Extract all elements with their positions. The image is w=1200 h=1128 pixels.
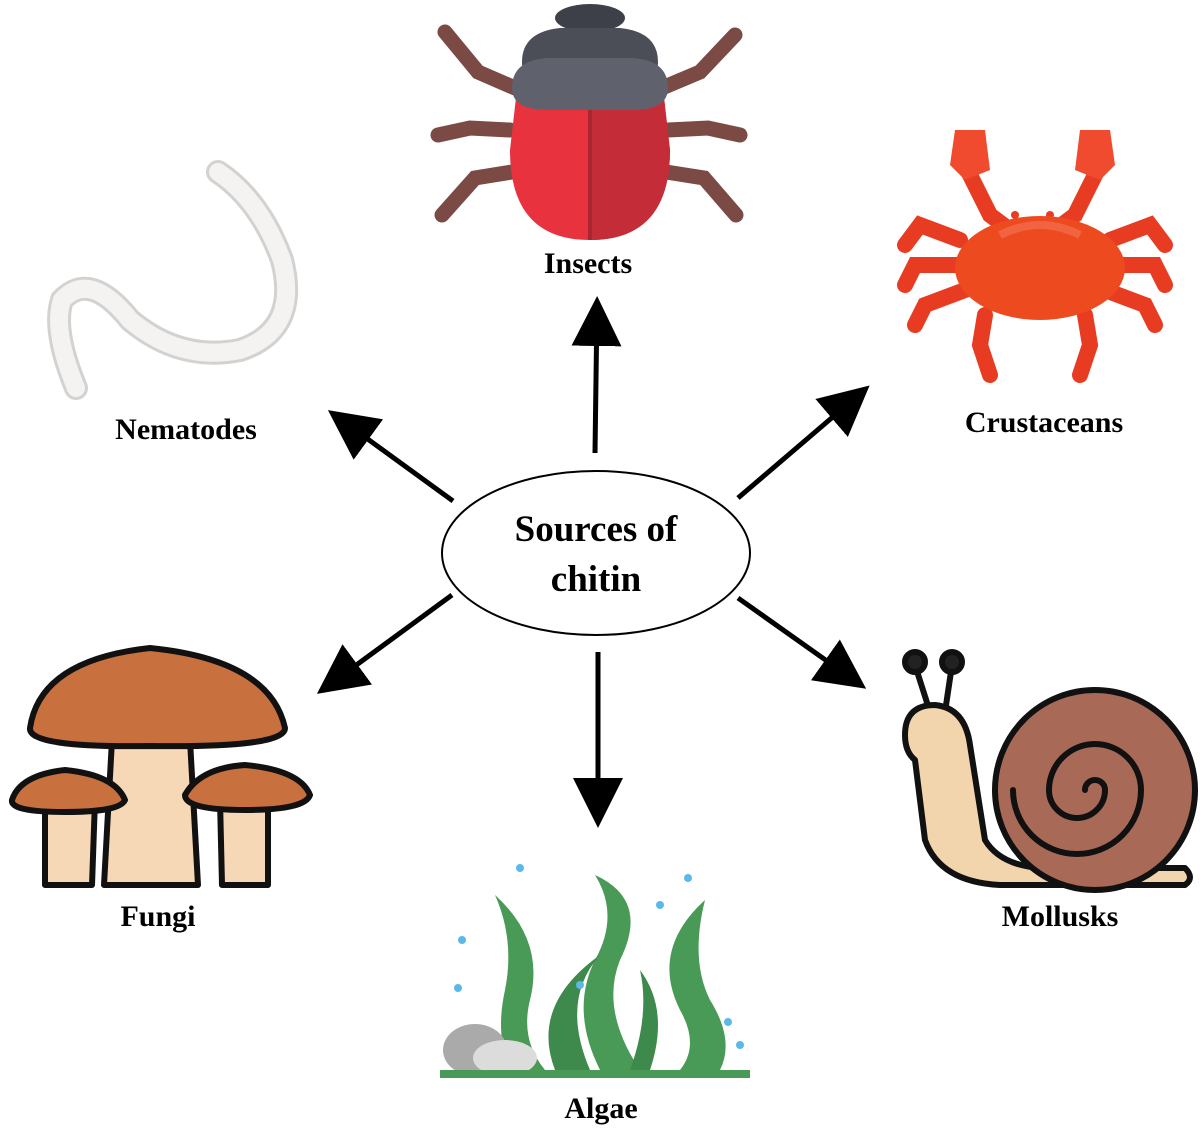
label-algae: Algae [564,1092,637,1125]
center-title-line2: chitin [551,559,642,600]
arrow-to-insects [571,296,622,454]
label-fungi: Fungi [120,900,195,933]
label-insects: Insects [544,247,632,280]
center-node: Sources of chitin [441,470,751,636]
label-mollusks: Mollusks [1002,900,1119,933]
arrow-to-crustaceans [736,385,870,500]
arrow-to-fungi [316,592,454,694]
beetle-icon [430,4,748,240]
center-ellipse [441,470,751,636]
arrow-to-nematodes [327,410,455,504]
arrows [316,296,870,828]
arrow-to-mollusks [736,595,867,689]
worm-icon [47,160,299,400]
seaweed-icon [440,864,750,1078]
label-nematodes: Nematodes [115,413,257,446]
center-title-line1: Sources of [515,509,678,550]
label-crustaceans: Crustaceans [965,406,1123,439]
snail-icon [902,649,1198,893]
crab-icon [897,130,1173,383]
mushroom-icon [9,645,313,888]
